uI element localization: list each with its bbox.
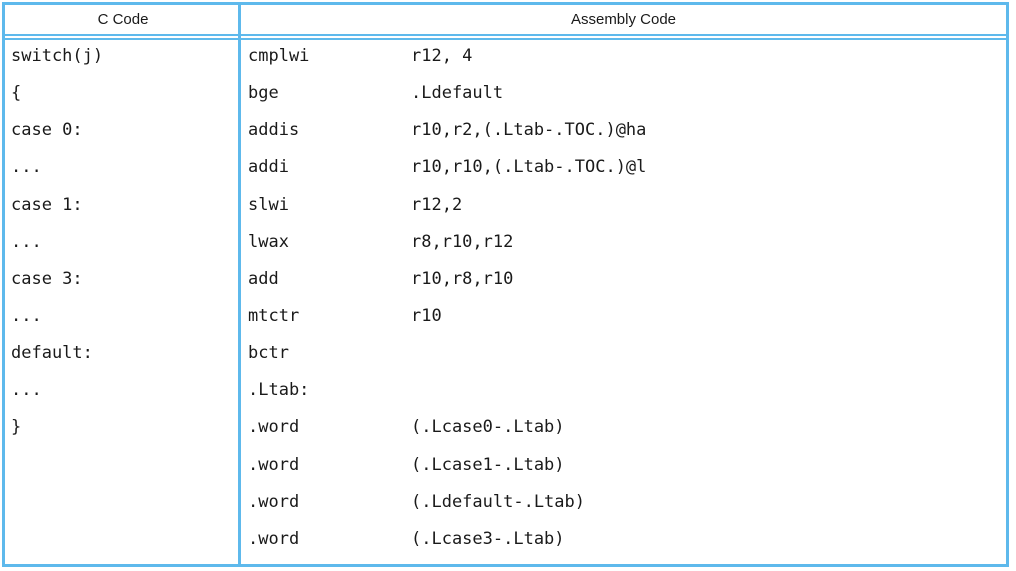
asm-mnemonic: mtctr	[248, 303, 411, 329]
asm-operands: (.Lcase3-.Ltab)	[411, 529, 565, 549]
asm-mnemonic: addi	[248, 154, 411, 180]
column-divider	[238, 5, 241, 564]
asm-mnemonic: lwax	[248, 229, 411, 255]
assembly-code-column: cmplwir12, 4 bge.Ldefault addisr10,r2,(.…	[241, 40, 1006, 560]
asm-line: .Ltab:	[248, 375, 1006, 412]
asm-mnemonic: .word	[248, 414, 411, 440]
asm-operands: (.Ldefault-.Ltab)	[411, 492, 585, 512]
asm-mnemonic: add	[248, 266, 411, 292]
asm-operands: (.Lcase1-.Ltab)	[411, 455, 565, 475]
c-code-line: switch(j)	[11, 41, 241, 78]
c-code-line: ...	[11, 227, 241, 264]
asm-operands: r12, 4	[411, 46, 472, 66]
c-code-header-cell: C Code	[5, 5, 241, 34]
table-body: switch(j) { case 0: ... case 1: ... case…	[5, 40, 1006, 560]
asm-line: bctr	[248, 338, 1006, 375]
asm-operands: r8,r10,r12	[411, 232, 513, 252]
asm-line: bge.Ldefault	[248, 78, 1006, 115]
asm-mnemonic: .word	[248, 452, 411, 478]
asm-mnemonic: .Ltab:	[248, 377, 411, 403]
c-code-line: case 3:	[11, 264, 241, 301]
asm-operands: .Ldefault	[411, 83, 503, 103]
asm-mnemonic: slwi	[248, 192, 411, 218]
asm-mnemonic: bge	[248, 80, 411, 106]
asm-line: .word(.Lcase1-.Ltab)	[248, 450, 1006, 487]
assembly-header-cell: Assembly Code	[241, 5, 1006, 34]
asm-mnemonic: bctr	[248, 340, 411, 366]
c-code-column: switch(j) { case 0: ... case 1: ... case…	[5, 40, 241, 560]
c-code-line: case 0:	[11, 115, 241, 152]
c-code-line: ...	[11, 301, 241, 338]
c-code-line: ...	[11, 375, 241, 412]
asm-line: .word(.Lcase3-.Ltab)	[248, 524, 1006, 561]
asm-mnemonic: .word	[248, 489, 411, 515]
asm-mnemonic: .word	[248, 526, 411, 552]
asm-line: addisr10,r2,(.Ltab-.TOC.)@ha	[248, 115, 1006, 152]
c-code-line: }	[11, 412, 241, 449]
asm-operands: (.Lcase0-.Ltab)	[411, 417, 565, 437]
asm-operands: r12,2	[411, 195, 462, 215]
asm-mnemonic: cmplwi	[248, 43, 411, 69]
asm-mnemonic: addis	[248, 117, 411, 143]
table-header-row: C Code Assembly Code	[5, 5, 1006, 36]
asm-line: addr10,r8,r10	[248, 264, 1006, 301]
asm-operands: r10,r10,(.Ltab-.TOC.)@l	[411, 157, 646, 177]
asm-operands: r10,r2,(.Ltab-.TOC.)@ha	[411, 120, 646, 140]
asm-line: lwaxr8,r10,r12	[248, 227, 1006, 264]
c-code-line: ...	[11, 152, 241, 189]
asm-line: .word(.Lcase0-.Ltab)	[248, 412, 1006, 449]
asm-line: addir10,r10,(.Ltab-.TOC.)@l	[248, 152, 1006, 189]
asm-line: slwir12,2	[248, 190, 1006, 227]
asm-operands: r10,r8,r10	[411, 269, 513, 289]
asm-operands: r10	[411, 306, 442, 326]
c-code-line: case 1:	[11, 190, 241, 227]
asm-line: cmplwir12, 4	[248, 41, 1006, 78]
c-code-line: default:	[11, 338, 241, 375]
asm-line: mtctrr10	[248, 301, 1006, 338]
asm-line: .word(.Ldefault-.Ltab)	[248, 487, 1006, 524]
c-code-line: {	[11, 78, 241, 115]
